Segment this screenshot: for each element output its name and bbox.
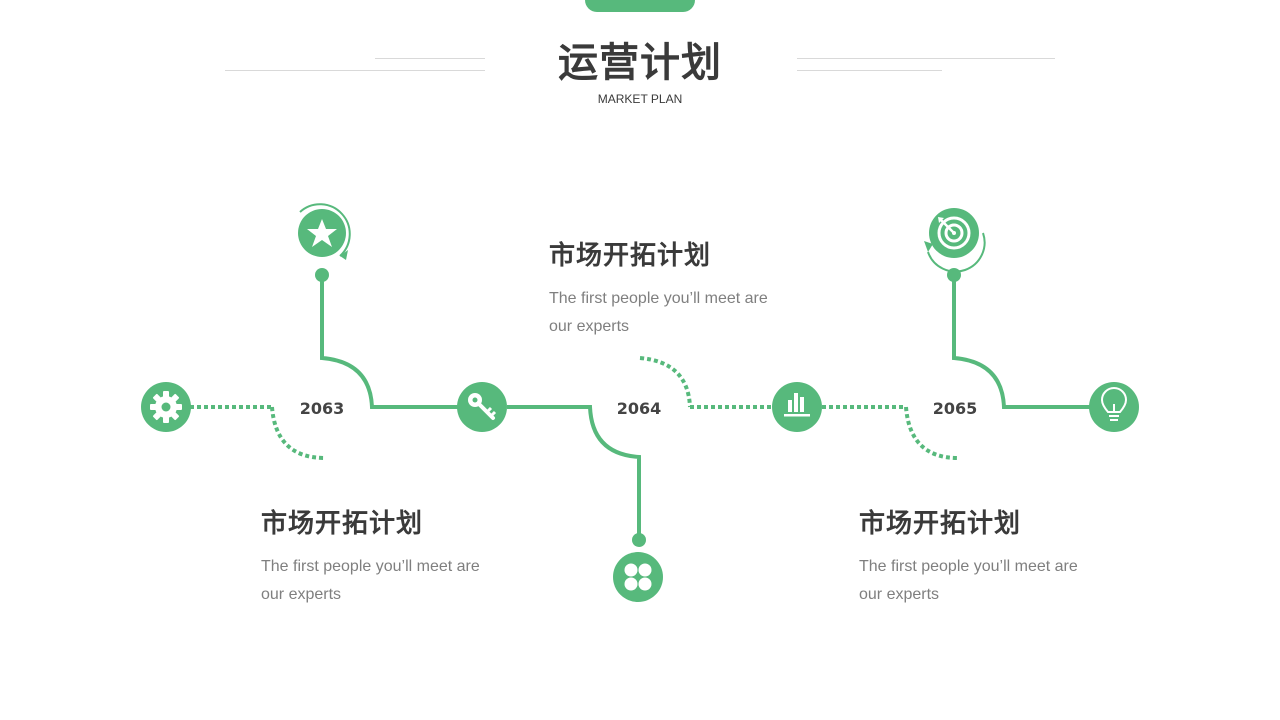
connector-key-clover (507, 405, 641, 540)
page-subtitle: MARKET PLAN (597, 92, 683, 106)
milestone-description-line: The first people you’ll meet are (859, 558, 1078, 575)
connector-star (320, 276, 458, 409)
milestone-title: 市场开拓计划 (549, 241, 712, 271)
timeline-dotted-arc-3 (904, 406, 959, 460)
milestone-title: 市场开拓计划 (261, 509, 424, 539)
clover-icon (624, 563, 652, 591)
key-icon (468, 393, 497, 420)
header-rule-right-long (797, 58, 1055, 59)
milestone-description-line: our experts (859, 586, 940, 603)
timeline-year-2063: 2063 (299, 399, 345, 418)
milestone-description-line: our experts (549, 318, 630, 335)
clover-connector-dot (632, 533, 646, 547)
connector-target-bulb (952, 276, 1090, 409)
timeline-year-2064: 2064 (616, 399, 662, 418)
milestone-block-2063: 市场开拓计划 The first people you’ll meet are … (261, 507, 501, 609)
star-refresh-arrow (340, 250, 348, 260)
timeline-dotted-arc-1 (270, 406, 326, 460)
header-rule-right-short (797, 70, 942, 71)
lightbulb-icon (1100, 387, 1128, 421)
target-refresh-arrow (924, 241, 933, 252)
target-connector-dot (947, 268, 961, 282)
timeline-dotted-arc-2 (639, 356, 692, 408)
milestone-title: 市场开拓计划 (859, 509, 1022, 539)
star-icon (307, 219, 337, 247)
milestone-description-line: our experts (261, 586, 342, 603)
milestone-block-2064: 市场开拓计划 The first people you’ll meet are … (549, 239, 789, 341)
milestone-description-line: The first people you’ll meet are (261, 558, 480, 575)
top-tab (585, 0, 695, 12)
milestone-block-2065: 市场开拓计划 The first people you’ll meet are … (859, 507, 1099, 609)
bar-chart-icon (784, 393, 810, 417)
target-icon (937, 216, 971, 250)
milestone-description: The first people you’ll meet are our exp… (549, 285, 789, 341)
milestone-description-line: The first people you’ll meet are (549, 290, 768, 307)
gear-icon (150, 391, 182, 423)
milestone-description: The first people you’ll meet are our exp… (859, 553, 1099, 609)
header-rule-left-long (225, 70, 485, 71)
page-title: 运营计划 (558, 40, 722, 86)
header-rule-left-short (375, 58, 485, 59)
milestone-description: The first people you’ll meet are our exp… (261, 553, 501, 609)
target-refresh-arc (927, 232, 986, 273)
star-connector-dot (315, 268, 329, 282)
star-refresh-arc (299, 203, 351, 257)
timeline-year-2065: 2065 (932, 399, 978, 418)
